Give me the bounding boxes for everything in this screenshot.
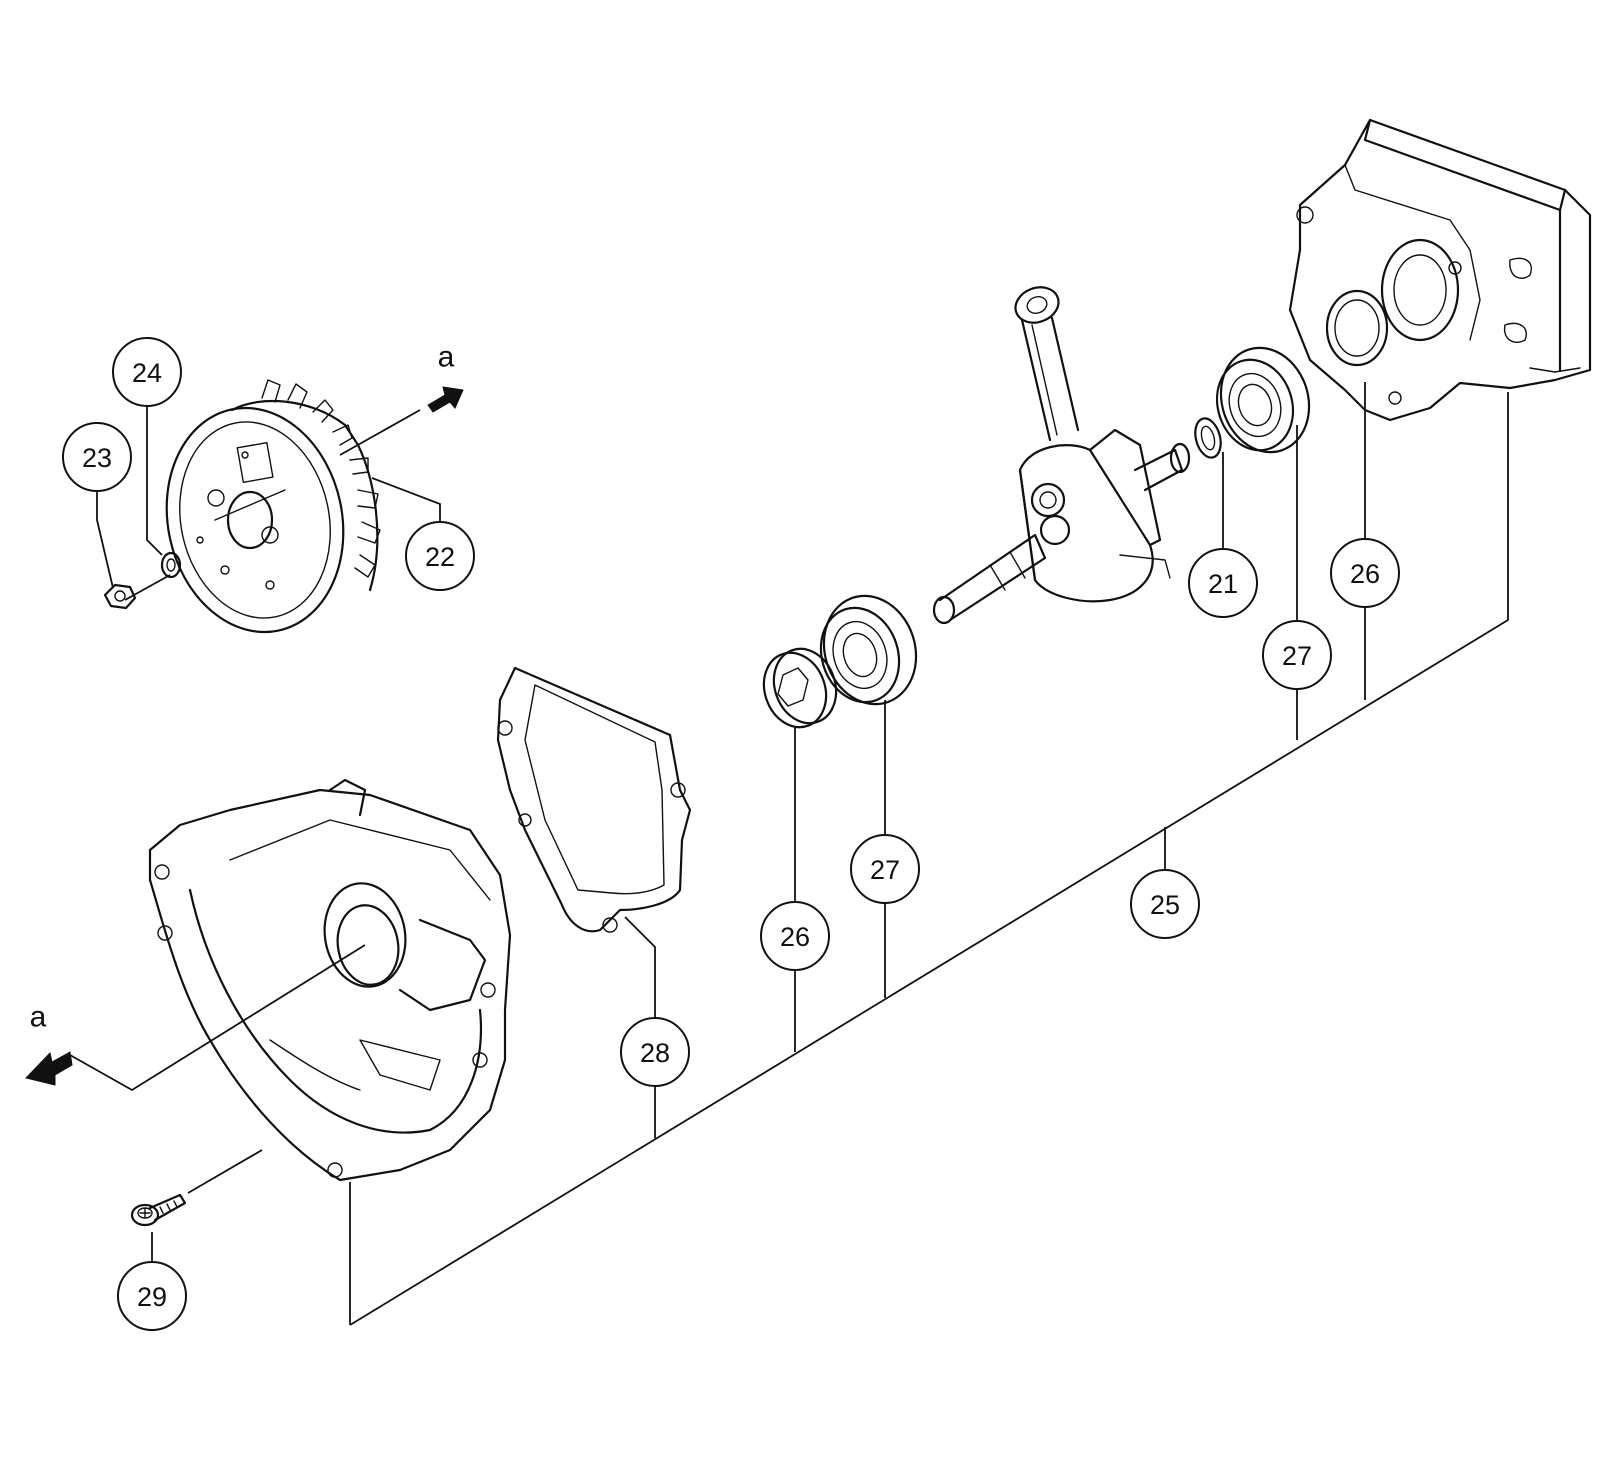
callout-28: 28 bbox=[620, 1017, 690, 1087]
svg-text:25: 25 bbox=[1150, 890, 1180, 920]
arrow-bottom-icon bbox=[25, 1051, 73, 1086]
leader-23 bbox=[96, 490, 114, 589]
svg-text:27: 27 bbox=[870, 855, 900, 885]
svg-text:21: 21 bbox=[1208, 569, 1238, 599]
bearing-right-part bbox=[1215, 346, 1311, 454]
svg-text:26: 26 bbox=[1350, 559, 1380, 589]
oil-seal-left-part bbox=[762, 647, 838, 729]
callout-26-left: 26 bbox=[760, 901, 830, 971]
screw-part bbox=[130, 1193, 187, 1227]
axis-nut bbox=[124, 574, 171, 601]
callout-26-right: 26 bbox=[1330, 538, 1400, 608]
leader-lines bbox=[69, 382, 1509, 1326]
svg-text:26: 26 bbox=[780, 922, 810, 952]
crankcase-left-part bbox=[148, 778, 512, 1182]
bearing-left-part bbox=[819, 594, 918, 706]
view-arrow-top: a bbox=[427, 341, 464, 413]
gasket-part bbox=[496, 666, 692, 933]
axis-flywheel bbox=[339, 409, 421, 456]
washer-part bbox=[160, 551, 182, 579]
callout-21: 21 bbox=[1188, 548, 1258, 618]
callout-22: 22 bbox=[405, 521, 475, 591]
axis-screw bbox=[187, 1149, 263, 1194]
callout-27-left: 27 bbox=[850, 834, 920, 904]
svg-text:23: 23 bbox=[82, 443, 112, 473]
callout-24: 24 bbox=[112, 337, 182, 407]
callout-25: 25 bbox=[1130, 869, 1200, 939]
view-arrow-bottom: a bbox=[25, 1001, 73, 1086]
crankshaft-part bbox=[932, 286, 1191, 625]
svg-text:24: 24 bbox=[132, 358, 162, 388]
callout-29: 29 bbox=[117, 1261, 187, 1331]
view-letter-top: a bbox=[438, 341, 455, 374]
callout-27-right: 27 bbox=[1262, 620, 1332, 690]
nut-part bbox=[103, 583, 137, 610]
view-letter-bottom: a bbox=[30, 1001, 47, 1034]
svg-text:27: 27 bbox=[1282, 641, 1312, 671]
crankcase-right-part bbox=[1288, 118, 1592, 422]
leader-24 bbox=[146, 405, 163, 556]
svg-text:29: 29 bbox=[137, 1282, 167, 1312]
callout-23: 23 bbox=[62, 422, 132, 492]
callouts: 21 22 23 24 25 26 26 27 bbox=[62, 337, 1400, 1331]
axis-view-a-bottom bbox=[69, 944, 366, 1092]
flywheel-part bbox=[165, 379, 381, 634]
leader-22 bbox=[371, 477, 441, 522]
leader-assembly-main bbox=[349, 392, 1509, 1326]
shim-washer-part bbox=[1194, 417, 1222, 459]
arrow-top-icon bbox=[427, 386, 464, 413]
svg-text:22: 22 bbox=[425, 542, 455, 572]
svg-text:28: 28 bbox=[640, 1038, 670, 1068]
